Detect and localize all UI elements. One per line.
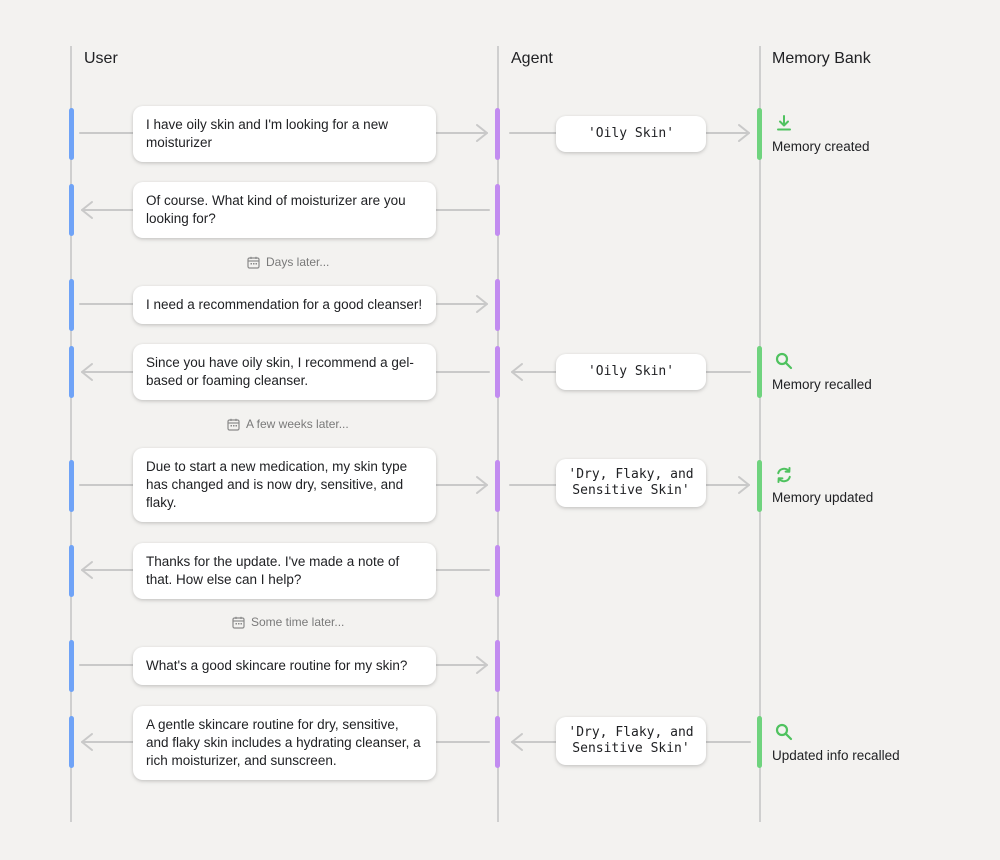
arrowhead [81, 733, 93, 751]
agent-activity-marker [495, 184, 500, 236]
time-break-label: A few weeks later... [246, 417, 349, 431]
calendar-icon [227, 418, 240, 431]
user-activity-marker [69, 640, 74, 692]
time-break-label: Days later... [266, 255, 330, 269]
message-bubble-2: Of course. What kind of moisturizer are … [133, 182, 436, 238]
memory-activity-marker [757, 108, 762, 160]
memory-event-label-2: Memory recalled [772, 377, 872, 392]
search-icon [775, 352, 793, 370]
message-bubble-5: Due to start a new medication, my skin t… [133, 448, 436, 522]
arrowhead [476, 295, 488, 313]
user-lane-line [70, 46, 72, 822]
arrowhead [476, 476, 488, 494]
memory-activity-marker [757, 716, 762, 768]
message-bubble-4: Since you have oily skin, I recommend a … [133, 344, 436, 400]
time-break-2: A few weeks later... [227, 417, 349, 431]
download-icon [777, 115, 791, 131]
agent-activity-marker [495, 716, 500, 768]
memory-activity-marker [757, 346, 762, 398]
message-bubble-8: A gentle skincare routine for dry, sensi… [133, 706, 436, 780]
memory-lane-line [759, 46, 761, 822]
agent-activity-marker [495, 640, 500, 692]
calendar-icon [232, 616, 245, 629]
arrowhead [81, 363, 93, 381]
calendar-icon [247, 256, 260, 269]
time-break-1: Days later... [247, 255, 329, 269]
arrowhead [81, 201, 93, 219]
arrowhead [738, 124, 750, 142]
arrowhead [511, 363, 523, 381]
memory-event-label-3: Memory updated [772, 490, 874, 505]
arrowhead [511, 733, 523, 751]
memory-event-label-1: Memory created [772, 139, 870, 154]
agent-lane-line [497, 46, 499, 822]
agent-activity-marker [495, 346, 500, 398]
user-activity-marker [69, 346, 74, 398]
memory-chip-3: 'Dry, Flaky, and Sensitive Skin' [556, 459, 706, 507]
search-icon [775, 723, 793, 741]
agent-lane-header: Agent [511, 50, 553, 67]
memory-chip-1: 'Oily Skin' [556, 116, 706, 152]
agent-activity-marker [495, 460, 500, 512]
time-break-label: Some time later... [251, 615, 345, 629]
agent-activity-marker [495, 279, 500, 331]
agent-activity-marker [495, 108, 500, 160]
refresh-icon [777, 467, 791, 483]
memory-lane-header: Memory Bank [772, 50, 871, 67]
memory-chip-4: 'Dry, Flaky, and Sensitive Skin' [556, 717, 706, 765]
user-activity-marker [69, 460, 74, 512]
user-activity-marker [69, 545, 74, 597]
user-activity-marker [69, 716, 74, 768]
user-activity-marker [69, 279, 74, 331]
arrowhead [738, 476, 750, 494]
time-break-3: Some time later... [232, 615, 344, 629]
memory-event-label-4: Updated info recalled [772, 748, 900, 763]
arrowhead [476, 124, 488, 142]
memory-chip-2: 'Oily Skin' [556, 354, 706, 390]
memory-activity-marker [757, 460, 762, 512]
message-bubble-6: Thanks for the update. I've made a note … [133, 543, 436, 599]
message-bubble-7: What's a good skincare routine for my sk… [133, 647, 436, 685]
arrowhead [81, 561, 93, 579]
user-activity-marker [69, 184, 74, 236]
message-bubble-1: I have oily skin and I'm looking for a n… [133, 106, 436, 162]
user-lane-header: User [84, 50, 118, 67]
arrowhead [476, 656, 488, 674]
user-activity-marker [69, 108, 74, 160]
agent-activity-marker [495, 545, 500, 597]
message-bubble-3: I need a recommendation for a good clean… [133, 286, 436, 324]
